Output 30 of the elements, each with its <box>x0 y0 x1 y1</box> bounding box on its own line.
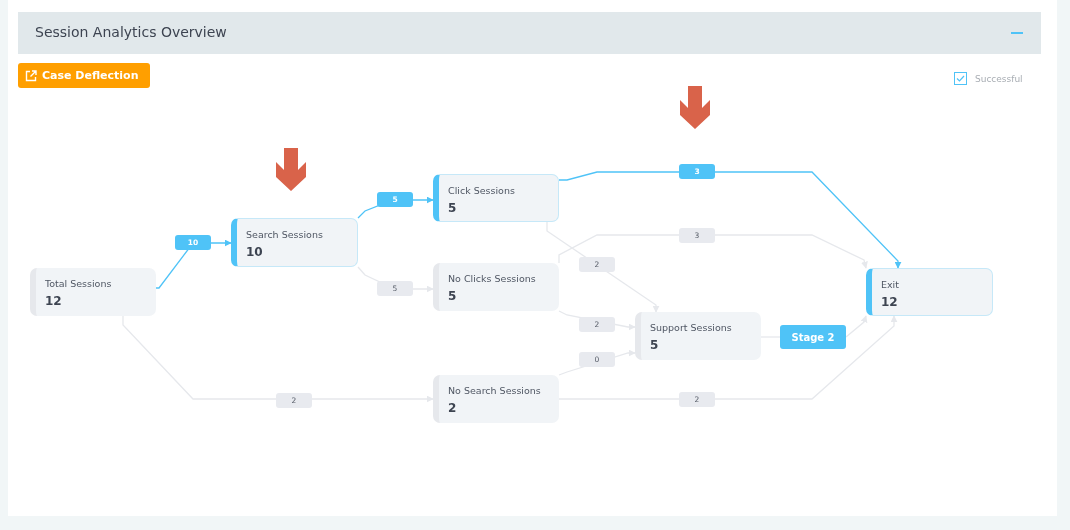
case-deflection-button: Case Deflection <box>18 63 150 88</box>
connector-arrow <box>558 315 898 400</box>
session-node <box>866 268 993 316</box>
connector-arrow <box>558 171 902 269</box>
session-count: 2 <box>448 401 458 415</box>
session-node <box>231 218 358 267</box>
node-title: Exit <box>881 279 900 290</box>
node-title: Total Sessions <box>45 278 113 289</box>
panel-title: Session Analytics Overview <box>35 24 227 40</box>
session-count: 10 <box>246 245 264 259</box>
connector-arrow <box>558 234 868 269</box>
session-node <box>433 174 559 222</box>
connector-arrow <box>122 315 434 403</box>
session-count: 5 <box>448 289 458 303</box>
session-count: 12 <box>881 295 899 309</box>
connector-arrow <box>845 315 868 338</box>
node-title: No Clicks Sessions <box>448 273 537 284</box>
session-node <box>433 263 559 311</box>
session-node <box>30 268 156 316</box>
node-title: Click Sessions <box>448 185 516 196</box>
stage-badge: Stage 2 <box>780 325 846 349</box>
legend-label: Successful <box>975 73 1023 84</box>
session-node <box>433 375 559 423</box>
node-title: No Search Sessions <box>448 385 542 396</box>
session-count: 12 <box>45 294 63 308</box>
session-node <box>635 312 761 360</box>
node-title: Search Sessions <box>246 229 324 240</box>
session-count: 5 <box>448 201 458 215</box>
node-title: Support Sessions <box>650 322 733 333</box>
session-count: 5 <box>650 338 660 352</box>
